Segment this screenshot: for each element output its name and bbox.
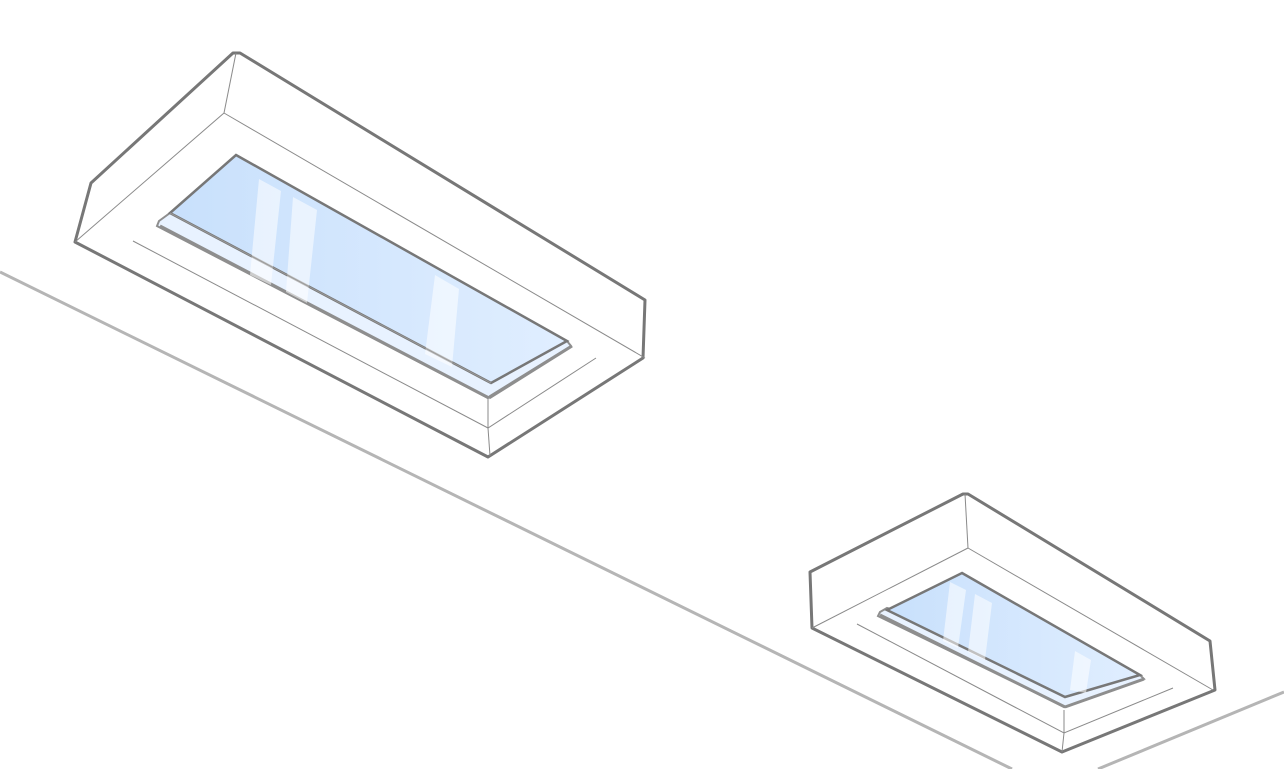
small-skylight [808, 492, 1217, 754]
large-skylight [73, 51, 647, 459]
frame-line [488, 344, 573, 400]
glass-highlight [943, 582, 966, 648]
frame-line [879, 613, 1066, 709]
skylight-bevel-lines [811, 493, 1214, 753]
glass-highlight [425, 275, 459, 367]
glass-highlight [250, 179, 281, 285]
frame-line [159, 224, 490, 400]
ceiling-edge-line [0, 270, 1013, 769]
glass-highlight [1070, 651, 1091, 693]
glass-highlight [968, 594, 992, 660]
skylight-bevel-lines [74, 52, 646, 457]
frame-line [1064, 677, 1145, 709]
ceiling-edge-line-right [1097, 690, 1284, 769]
glass-edge [169, 212, 492, 384]
glass-highlight [286, 197, 317, 303]
